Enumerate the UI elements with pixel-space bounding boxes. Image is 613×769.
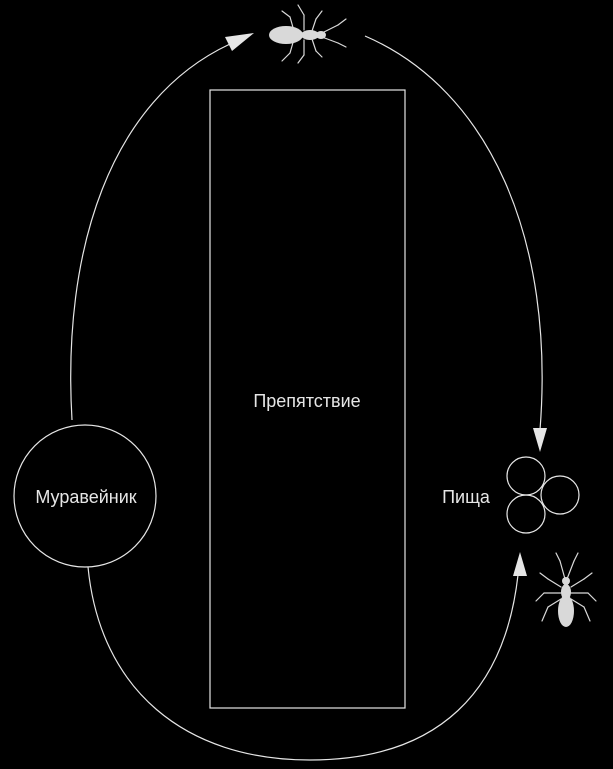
arrowhead-upper-left	[225, 33, 254, 51]
ant-icon	[269, 4, 347, 64]
arrowhead-lower	[513, 552, 527, 576]
path-upper-left	[70, 43, 231, 421]
arrowhead-upper-right	[533, 428, 547, 452]
path-lower	[87, 566, 519, 761]
nest-circle	[13, 424, 157, 568]
obstacle-label: Препятствие	[253, 391, 360, 411]
nest-label: Муравейник	[35, 487, 136, 507]
obstacle-box	[209, 89, 406, 709]
ant-icon	[535, 552, 597, 627]
food-pellets-icon	[506, 456, 580, 534]
food-label: Пища	[442, 487, 491, 507]
path-upper-right	[364, 35, 543, 431]
